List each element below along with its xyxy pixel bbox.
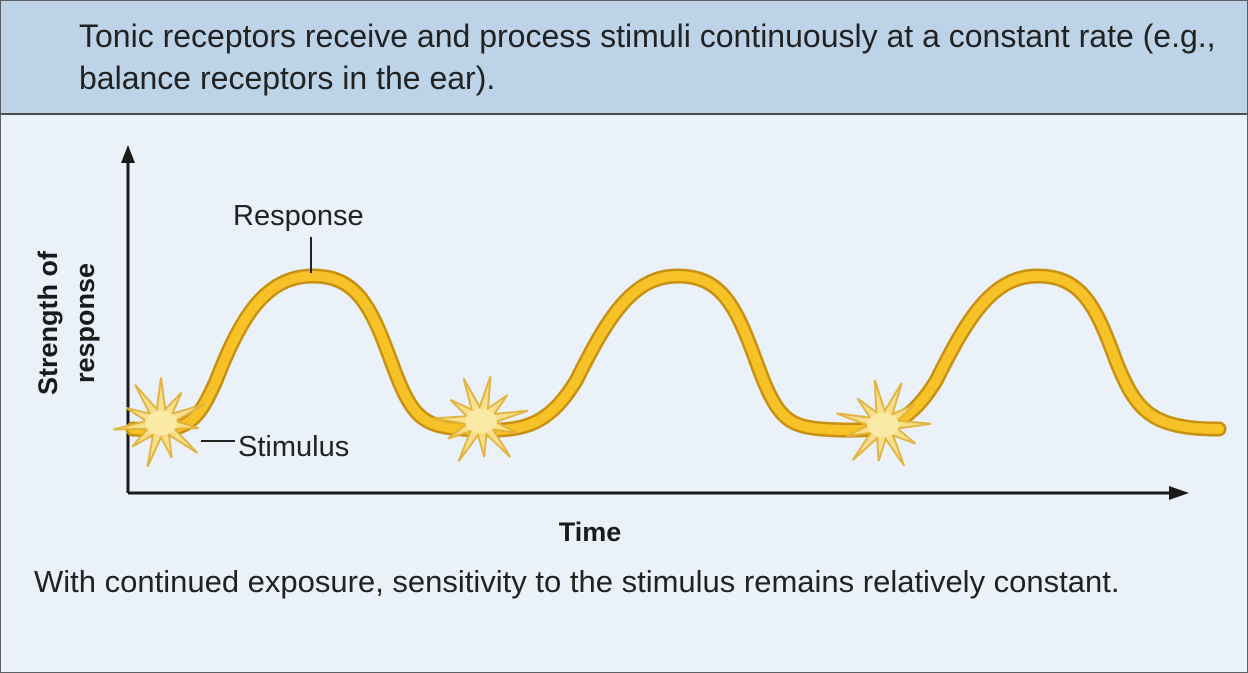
tonic-response-diagram: Strength of response Time Response Stimu… xyxy=(33,145,1227,547)
header-banner: Tonic receptors receive and process stim… xyxy=(1,1,1247,115)
response-curve-line xyxy=(128,270,1224,436)
stimulus-markers xyxy=(113,375,932,468)
header-text: Tonic receptors receive and process stim… xyxy=(79,18,1216,96)
response-label: Response xyxy=(233,200,364,232)
stimulus-star-core-2 xyxy=(465,409,497,433)
y-axis-arrowhead xyxy=(121,145,135,163)
response-curve xyxy=(125,268,1227,438)
caption-text: With continued exposure, sensitivity to … xyxy=(34,564,1120,599)
stimulus-star-core-3 xyxy=(867,413,899,437)
stimulus-star-core-1 xyxy=(145,411,177,435)
y-axis-label-line1: Strength of xyxy=(33,250,63,395)
y-axis-label-line2: response xyxy=(70,263,100,383)
x-axis-arrowhead xyxy=(1169,486,1189,500)
response-curve-outline xyxy=(125,268,1227,438)
x-axis-label: Time xyxy=(559,517,622,547)
stimulus-label: Stimulus xyxy=(238,431,349,463)
